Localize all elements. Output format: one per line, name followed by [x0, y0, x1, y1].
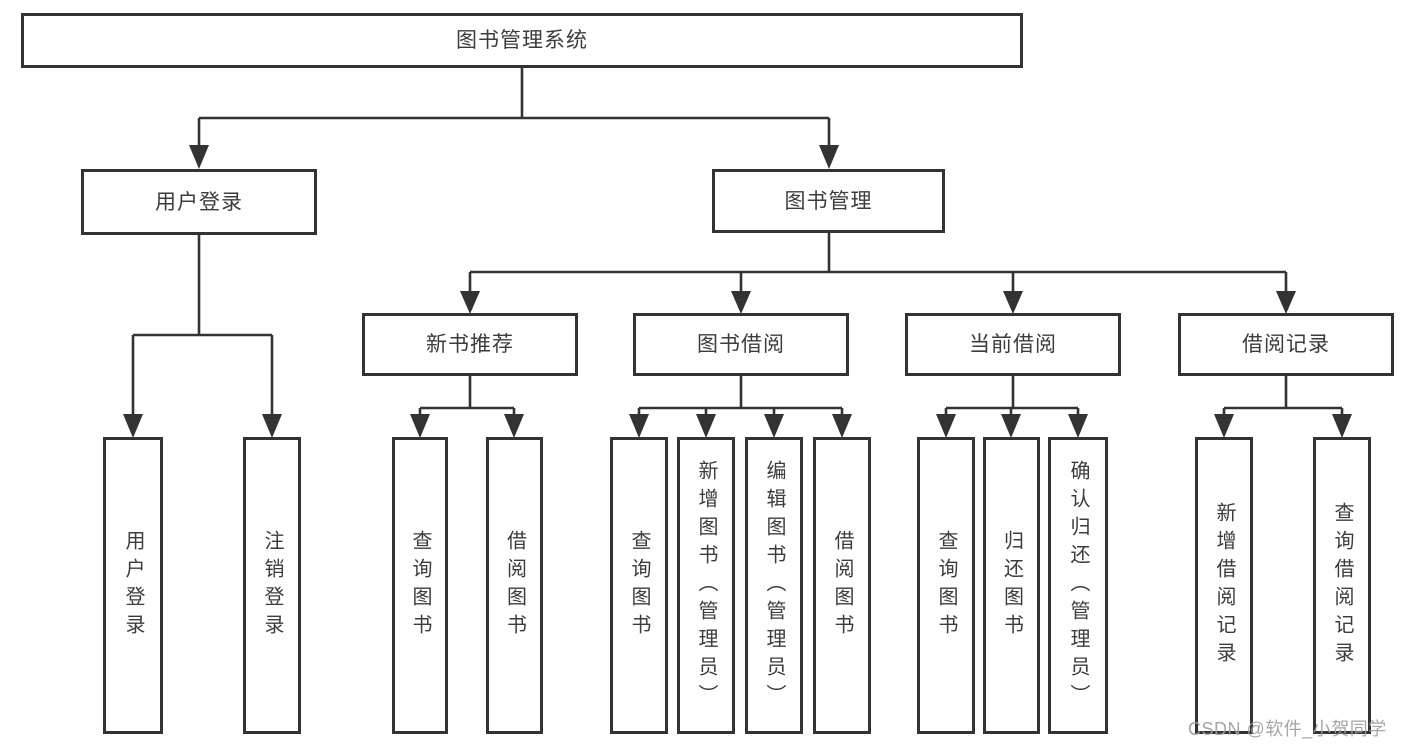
leaf-edit-books-admin: 编辑图书（管理员） — [745, 437, 803, 734]
node-book-borrow: 图书借阅 — [633, 313, 849, 376]
leaf-query-books-borrow: 查询图书 — [610, 437, 668, 734]
leaf-confirm-return-admin: 确认归还（管理员） — [1048, 437, 1108, 734]
node-new-book-recommend: 新书推荐 — [362, 313, 578, 376]
leaf-logout: 注销登录 — [243, 437, 301, 734]
node-book-management: 图书管理 — [712, 169, 945, 233]
node-book-management-system: 图书管理系统 — [21, 13, 1023, 68]
csdn-watermark: CSDN @软件_小贺同学 — [1188, 719, 1387, 739]
leaf-borrow-books: 借阅图书 — [813, 437, 871, 734]
leaf-query-books-recommend: 查询图书 — [392, 437, 448, 734]
leaf-return-books: 归还图书 — [983, 437, 1040, 734]
leaf-add-borrow-record: 新增借阅记录 — [1195, 437, 1253, 734]
leaf-user-login: 用户登录 — [103, 437, 163, 734]
leaf-borrow-books-recommend: 借阅图书 — [486, 437, 543, 734]
leaf-add-books-admin: 新增图书（管理员） — [677, 437, 735, 734]
leaf-query-borrow-record: 查询借阅记录 — [1313, 437, 1371, 734]
node-current-borrow: 当前借阅 — [905, 313, 1121, 376]
leaf-query-books-current: 查询图书 — [917, 437, 975, 734]
node-borrow-records: 借阅记录 — [1178, 313, 1394, 376]
node-user-login: 用户登录 — [81, 169, 317, 235]
